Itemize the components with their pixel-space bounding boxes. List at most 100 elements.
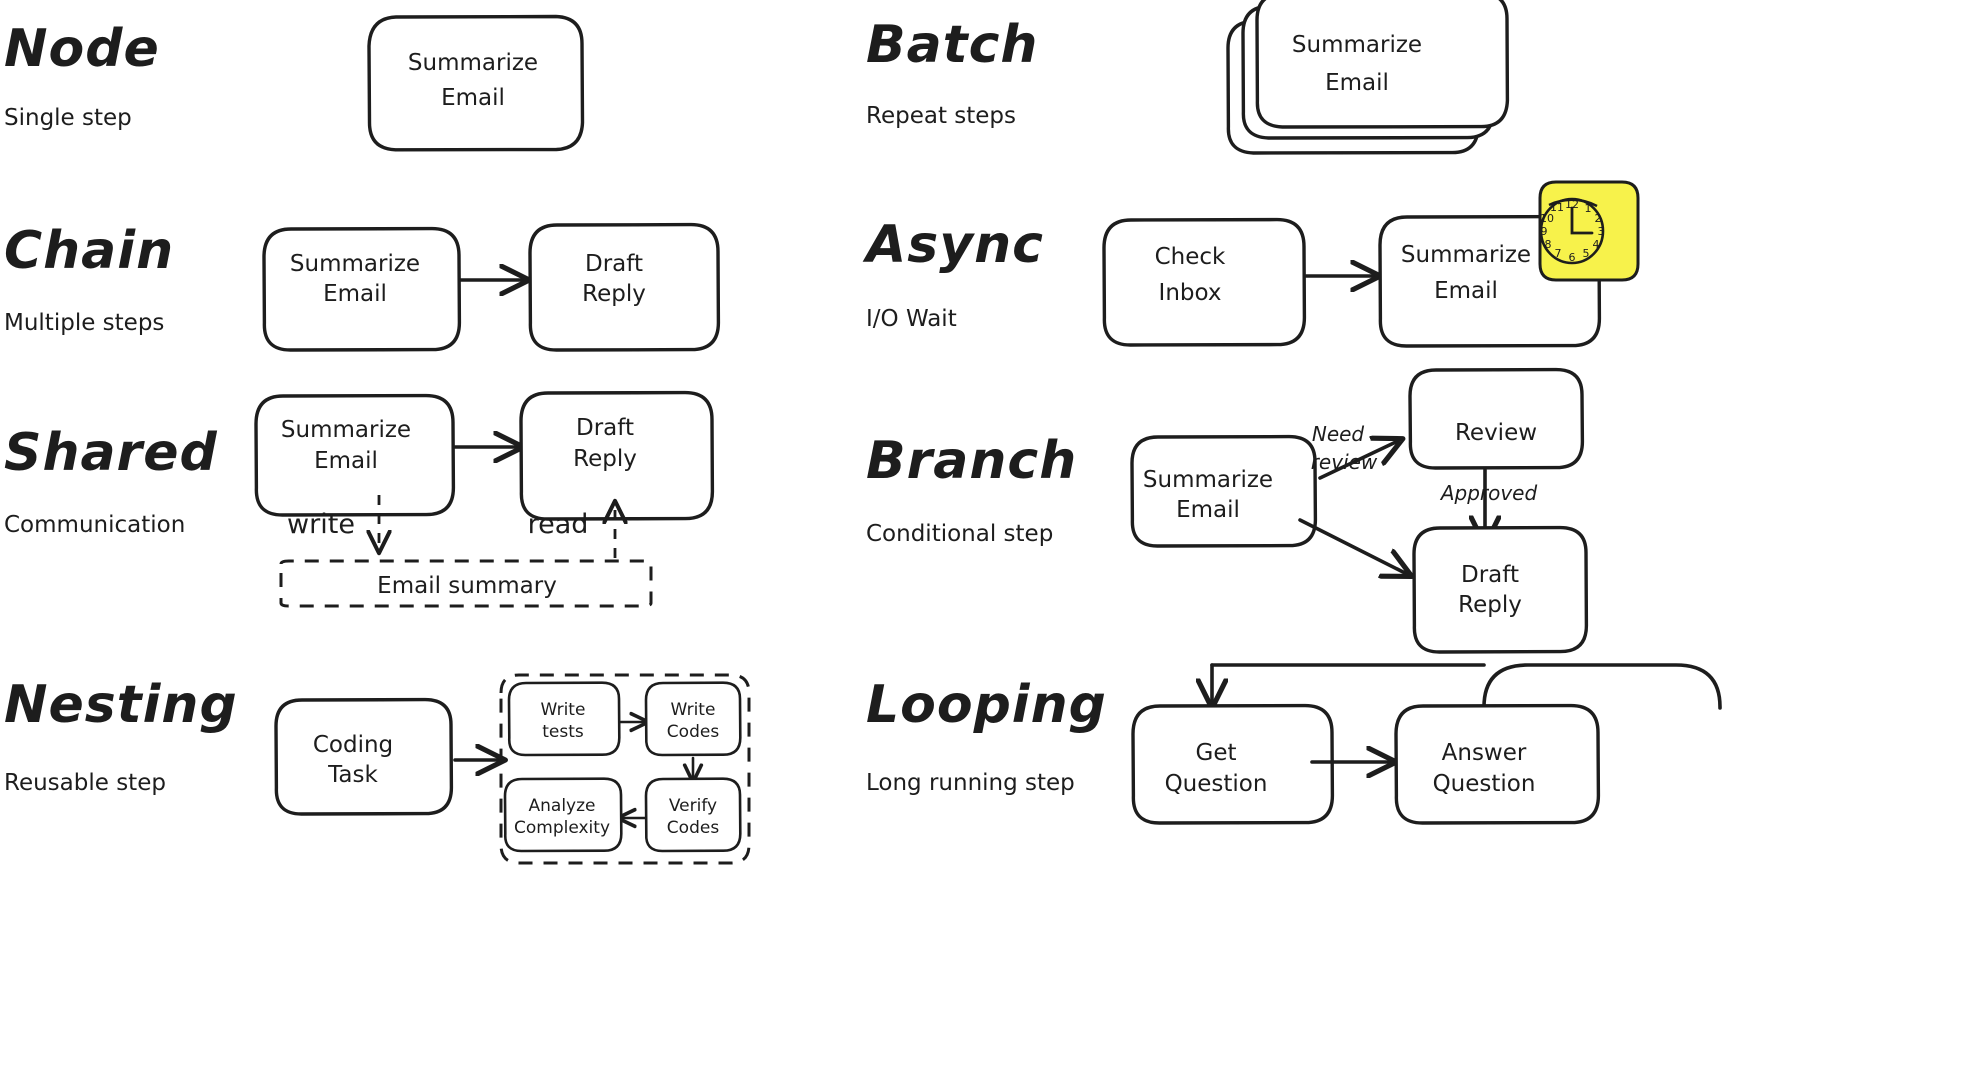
looping-node-get-question[interactable]: Get Question [1131,703,1335,825]
shared-n1-line1: Summarize [281,417,411,443]
shared-store-label: Email summary [377,573,557,599]
svg-text:4: 4 [1593,238,1600,251]
branch-node-summarize-email[interactable]: Summarize Email [1130,434,1318,548]
section-subtitle-chain: Multiple steps [4,310,164,336]
section-title-async: Async [862,215,1044,275]
async-n2-line2: Email [1434,278,1498,304]
async-n1-line2: Inbox [1159,280,1222,306]
nesting-ns3-line1: Verify [669,796,717,816]
clock-icon: 12 1 2 3 4 5 6 7 8 9 10 11 [1538,180,1640,282]
shared-n1-line2: Email [314,448,378,474]
chain-n1-line1: Summarize [290,251,420,277]
section-subtitle-batch: Repeat steps [866,103,1016,129]
branch-n3-line1: Draft [1461,562,1519,588]
nesting-ns1-line1: Write [541,700,586,720]
svg-text:10: 10 [1540,212,1554,225]
shared-n2-line2: Reply [573,446,637,472]
shared-edge-write-label: write [287,509,355,540]
batch-label-line2: Email [1325,70,1389,96]
section-title-chain: Chain [4,221,174,281]
svg-text:8: 8 [1545,238,1552,251]
svg-text:1: 1 [1585,202,1592,215]
svg-text:6: 6 [1569,251,1576,264]
looping-n1-line1: Get [1196,740,1237,766]
section-shared: Shared Communication Summarize Email Dra… [4,390,715,608]
nesting-node-write-tests[interactable]: Write tests [507,681,621,757]
section-subtitle-node: Single step [4,105,132,131]
nesting-node-verify-codes[interactable]: Verify Codes [644,777,742,853]
section-title-batch: Batch [866,15,1038,75]
section-nesting: Nesting Reusable step Coding Task Write … [4,673,751,865]
section-chain: Chain Multiple steps Summarize Email Dra… [4,221,721,352]
branch-n1-line1: Summarize [1143,467,1273,493]
section-subtitle-looping: Long running step [866,770,1075,796]
batch-label-line1: Summarize [1292,32,1422,58]
shared-n2-line1: Draft [576,415,634,441]
section-subtitle-async: I/O Wait [866,306,957,332]
async-n1-line1: Check [1155,244,1226,270]
svg-text:11: 11 [1550,201,1564,214]
branch-edge-label-line2: review [1311,450,1378,474]
nesting-n0-line1: Coding [313,732,393,758]
nesting-node-analyze-complexity[interactable]: Analyze Complexity [503,777,623,853]
shared-edge-read-label: read [528,509,589,540]
looping-edge-back-path [1482,663,1722,710]
batch-stack[interactable]: Summarize Email [1226,0,1510,155]
section-subtitle-branch: Conditional step [866,521,1053,547]
node-summarize-email[interactable]: Summarize Email [367,14,585,152]
branch-edge-approved-label: Approved [1439,481,1538,505]
section-subtitle-shared: Communication [4,512,185,538]
svg-text:7: 7 [1555,247,1562,260]
chain-n2-line1: Draft [585,251,643,277]
branch-n3-line2: Reply [1458,592,1522,618]
shared-node-summarize-email[interactable]: Summarize Email [254,393,456,517]
nesting-node-write-codes[interactable]: Write Codes [644,681,742,757]
nesting-node-coding-task[interactable]: Coding Task [274,697,454,816]
branch-n1-line2: Email [1176,497,1240,523]
nesting-ns2-line2: Codes [667,722,720,742]
node-label-line1: Summarize [408,50,538,76]
looping-n2-line2: Question [1433,771,1536,797]
chain-n1-line2: Email [323,281,387,307]
nesting-ns2-line1: Write [671,700,716,720]
chain-node-draft-reply[interactable]: Draft Reply [528,222,721,352]
section-subtitle-nesting: Reusable step [4,770,166,796]
branch-edge-label-line1: Need [1312,422,1365,446]
branch-node-draft-reply[interactable]: Draft Reply [1412,525,1589,654]
section-async: Async I/O Wait Check Inbox Summarize Ema… [862,180,1640,348]
branch-n2-line1: Review [1455,420,1537,446]
nesting-ns4-line1: Analyze [529,796,596,816]
chain-n2-line2: Reply [582,281,646,307]
node-label-line2: Email [441,85,505,111]
branch-edge-direct [1298,518,1407,574]
looping-n1-line2: Question [1165,771,1268,797]
svg-text:9: 9 [1541,225,1548,238]
nesting-ns4-line2: Complexity [514,818,610,838]
section-looping: Looping Long running step Get Question A… [866,663,1722,825]
svg-text:3: 3 [1598,225,1605,238]
nesting-ns1-line2: tests [542,722,584,742]
shared-store-email-summary[interactable]: Email summary [279,559,653,608]
svg-text:12: 12 [1565,198,1579,211]
branch-node-review[interactable]: Review [1408,367,1585,470]
section-title-nesting: Nesting [4,675,238,735]
looping-n2-line1: Answer [1442,740,1527,766]
section-title-node: Node [4,19,160,79]
shared-node-draft-reply[interactable]: Draft Reply [519,390,715,521]
chain-node-summarize-email[interactable]: Summarize Email [262,226,462,352]
svg-text:2: 2 [1595,212,1602,225]
section-title-shared: Shared [4,423,218,483]
nesting-ns3-line2: Codes [667,818,720,838]
section-title-branch: Branch [866,431,1077,491]
section-branch: Branch Conditional step Summarize Email … [866,367,1589,654]
nesting-n0-line2: Task [327,762,378,788]
looping-node-answer-question[interactable]: Answer Question [1394,703,1601,825]
svg-text:5: 5 [1583,247,1590,260]
section-title-looping: Looping [866,675,1107,735]
branch-edge-need-review [1318,441,1398,480]
section-batch: Batch Repeat steps Summarize Email [866,0,1510,155]
async-n2-line1: Summarize [1401,242,1531,268]
async-node-check-inbox[interactable]: Check Inbox [1102,217,1307,347]
